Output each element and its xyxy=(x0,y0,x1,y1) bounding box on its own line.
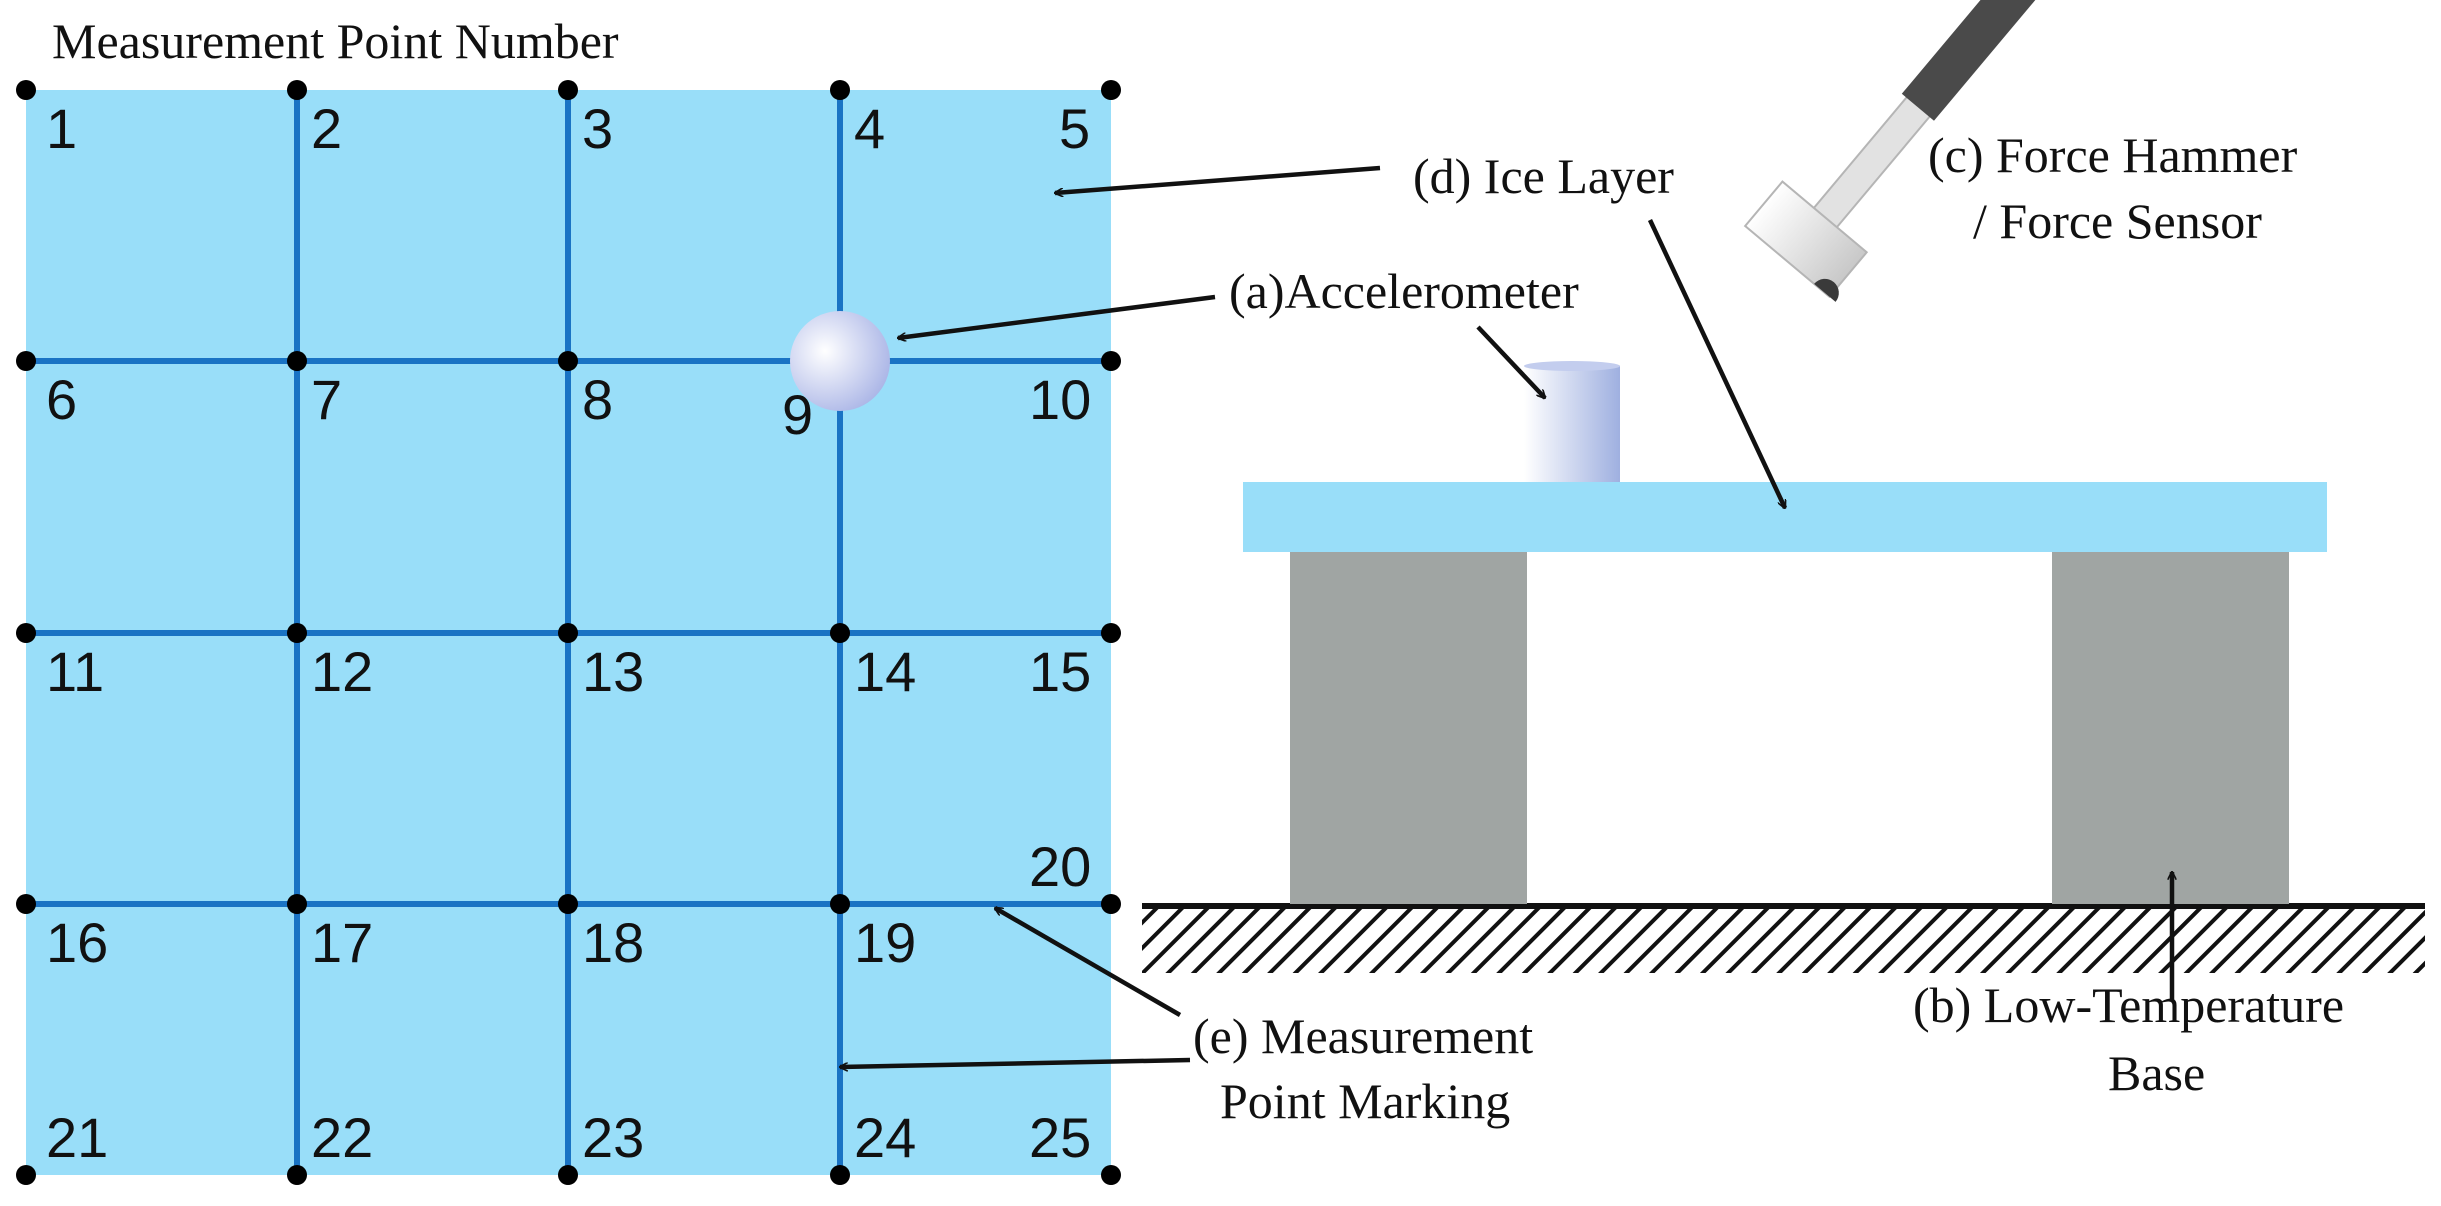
measurement-point-number: 13 xyxy=(582,640,644,703)
label-low-temperature-base-line2: Base xyxy=(2108,1045,2205,1101)
measurement-point-dot xyxy=(16,80,36,100)
measurement-point-number: 16 xyxy=(46,911,108,974)
measurement-point-number: 15 xyxy=(1029,640,1091,703)
label-measurement-marking-line2: Point Marking xyxy=(1220,1073,1510,1129)
grid-title: Measurement Point Number xyxy=(52,13,619,69)
measurement-point-number: 6 xyxy=(46,368,77,431)
accelerometer-top xyxy=(1524,361,1620,371)
measurement-point-dot xyxy=(558,1165,578,1185)
measurement-point-number: 20 xyxy=(1029,835,1091,898)
measurement-point-dot xyxy=(1101,351,1121,371)
measurement-point-dot xyxy=(558,80,578,100)
measurement-point-dot xyxy=(558,623,578,643)
measurement-point-dot xyxy=(1101,623,1121,643)
hammer-grip xyxy=(1901,0,2044,121)
measurement-point-number: 4 xyxy=(854,97,885,160)
measurement-point-dot xyxy=(287,623,307,643)
measurement-point-number: 19 xyxy=(854,911,916,974)
label-force-hammer-line2: / Force Sensor xyxy=(1973,193,2262,249)
label-low-temperature-base-line1: (b) Low-Temperature xyxy=(1913,977,2344,1033)
measurement-point-dot xyxy=(16,894,36,914)
measurement-point-dot xyxy=(287,1165,307,1185)
accelerometer-cylinder xyxy=(1524,366,1620,482)
measurement-point-number: 8 xyxy=(582,368,613,431)
ground-hatching xyxy=(1142,907,2425,973)
measurement-point-dot xyxy=(287,80,307,100)
measurement-point-number: 12 xyxy=(311,640,373,703)
low-temperature-base-left xyxy=(1290,552,1527,904)
accelerometer-on-grid xyxy=(790,311,890,411)
measurement-point-dot xyxy=(1101,1165,1121,1185)
label-force-hammer-line1: (c) Force Hammer xyxy=(1928,127,2298,183)
low-temperature-base-right xyxy=(2052,552,2289,904)
measurement-point-dot xyxy=(830,623,850,643)
measurement-point-number: 21 xyxy=(46,1106,108,1169)
measurement-point-number: 11 xyxy=(46,640,104,703)
measurement-point-number: 23 xyxy=(582,1106,644,1169)
measurement-point-dot xyxy=(1101,894,1121,914)
hammer-shaft xyxy=(1807,90,1936,235)
measurement-point-number: 17 xyxy=(311,911,373,974)
measurement-point-number: 18 xyxy=(582,911,644,974)
measurement-point-dot xyxy=(16,351,36,371)
measurement-point-number: 24 xyxy=(854,1106,916,1169)
ice-layer-slab xyxy=(1243,482,2327,552)
measurement-point-dot xyxy=(830,80,850,100)
annotation-arrows xyxy=(840,165,2172,1067)
force-hammer-icon xyxy=(1743,0,2044,302)
measurement-point-dot xyxy=(16,623,36,643)
measurement-point-number: 1 xyxy=(46,97,77,160)
measurement-point-number: 14 xyxy=(854,640,916,703)
measurement-point-dot xyxy=(558,351,578,371)
measurement-point-number: 3 xyxy=(582,97,613,160)
measurement-point-dot xyxy=(830,1165,850,1185)
measurement-point-number: 10 xyxy=(1029,368,1091,431)
hammer-head xyxy=(1743,180,1869,299)
measurement-point-dot xyxy=(287,894,307,914)
measurement-point-number: 22 xyxy=(311,1106,373,1169)
hammer-tip xyxy=(1814,278,1839,302)
measurement-point-dot xyxy=(1101,80,1121,100)
measurement-point-dot xyxy=(830,894,850,914)
arrow-marking-to-line-24 xyxy=(840,1057,1191,1067)
label-accelerometer: (a)Accelerometer xyxy=(1229,263,1579,319)
arrow-accelerometer-to-cylinder xyxy=(1476,325,1545,398)
arrow-marking-to-line-19-20 xyxy=(995,906,1182,1017)
measurement-point-number: 5 xyxy=(1059,97,1090,160)
label-measurement-marking-line1: (e) Measurement xyxy=(1193,1008,1533,1064)
measurement-point-number: 25 xyxy=(1029,1106,1091,1169)
arrow-accelerometer-to-grid xyxy=(898,294,1216,338)
measurement-point-number: 2 xyxy=(311,97,342,160)
measurement-point-dot xyxy=(287,351,307,371)
arrow-ice-layer-to-grid xyxy=(1055,165,1381,193)
measurement-point-dot xyxy=(16,1165,36,1185)
arrow-ice-layer-to-slab xyxy=(1647,219,1788,508)
measurement-point-number: 7 xyxy=(311,368,342,431)
label-ice-layer: (d) Ice Layer xyxy=(1413,148,1674,204)
measurement-point-dot xyxy=(558,894,578,914)
